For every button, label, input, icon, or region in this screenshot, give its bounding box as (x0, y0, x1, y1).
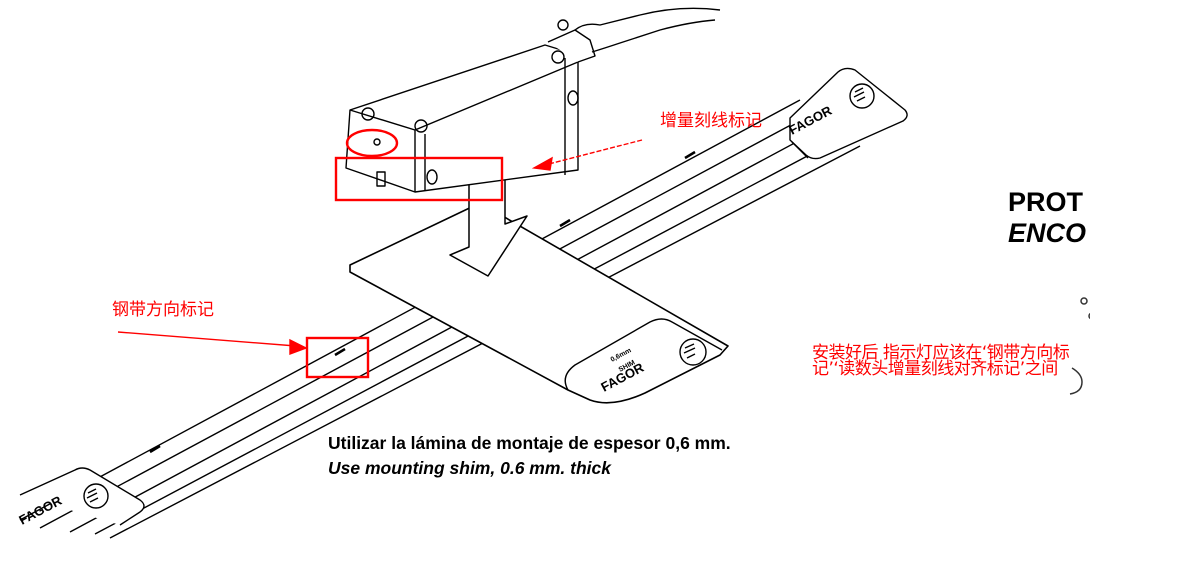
mounting-shim: FAGOR 0,6mm SHIM (349, 202, 729, 404)
title-line-2: ENCO (1008, 218, 1087, 248)
instruction-english: Use mounting shim, 0.6 mm. thick (328, 458, 611, 478)
increment-mark-label: 增量刻线标记 (660, 111, 762, 131)
title-line-1: PROT (1008, 187, 1084, 217)
tape-end-plate-right: FAGOR (786, 67, 908, 160)
instruction-spanish: Utilizar la lámina de montaje de espesor… (328, 433, 731, 453)
increment-mark-highlight (334, 156, 504, 202)
tape-direction-label: 钢带方向标记 (112, 300, 214, 320)
page-crop-edge (1090, 0, 1182, 575)
tape-direction-mark-highlight (305, 336, 370, 379)
indicator-led-highlight (345, 128, 399, 158)
increment-mark-arrow (544, 139, 643, 166)
tape-direction-arrow (117, 331, 297, 347)
tape-end-plate-left: FAGOR (16, 467, 145, 528)
install-note: 安装好后 指示灯应该在‘钢带方向标记’‘读数头增量刻线对齐标记’之间 (812, 343, 1070, 379)
read-head (345, 7, 721, 193)
